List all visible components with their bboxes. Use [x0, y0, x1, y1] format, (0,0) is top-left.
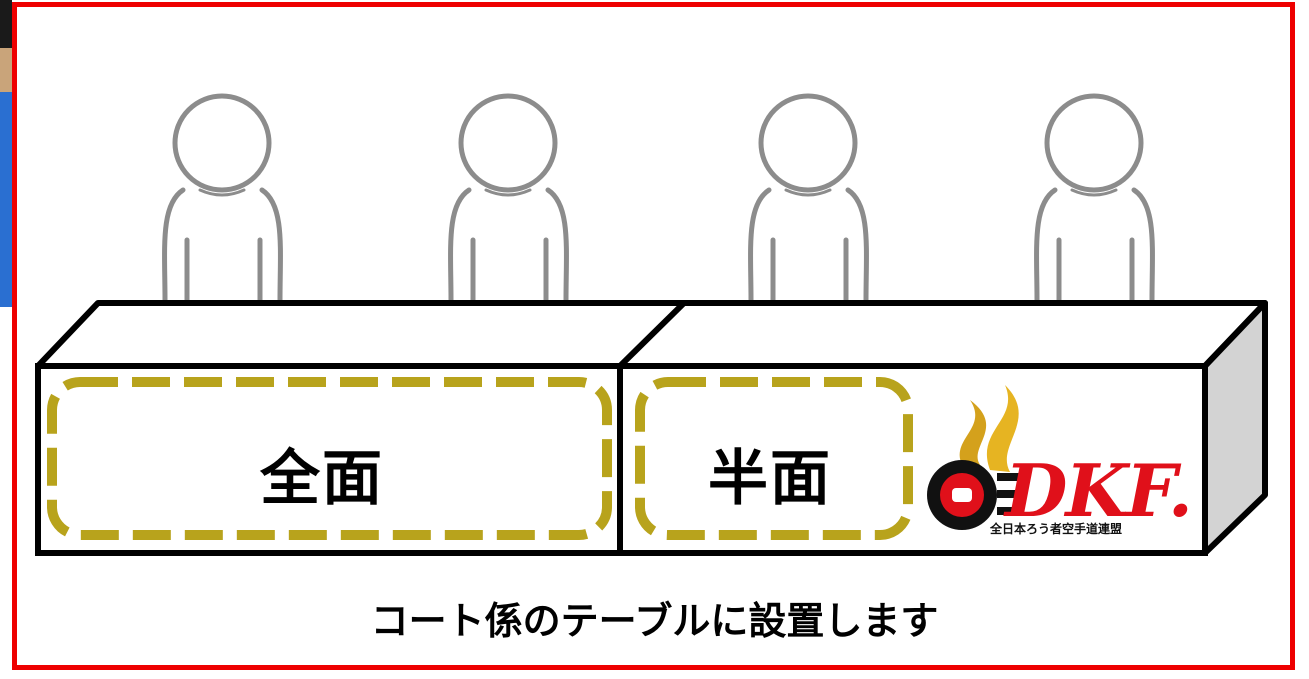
person-3 [748, 93, 869, 303]
table [35, 300, 1268, 556]
table-top-divider [617, 300, 687, 369]
person-2 [448, 93, 569, 303]
background-window-edge [0, 0, 12, 679]
highlight-frame [12, 2, 1295, 670]
dkf-logo-text: DKF. [1005, 448, 1193, 533]
table-front-left [35, 363, 623, 556]
full-surface-label: 全面 [260, 444, 384, 514]
person-4 [1034, 93, 1155, 303]
dkf-logo-icon [927, 385, 1019, 530]
caption: コート係のテーブルに設置します [370, 599, 939, 643]
table-front-right [617, 363, 1208, 556]
half-surface-label: 半面 [708, 444, 832, 514]
full-surface-outline [47, 377, 612, 540]
dkf-organization-name: 全日本ろう者空手道連盟 [990, 522, 1123, 536]
half-surface-outline [635, 377, 913, 540]
person-1 [162, 93, 283, 303]
